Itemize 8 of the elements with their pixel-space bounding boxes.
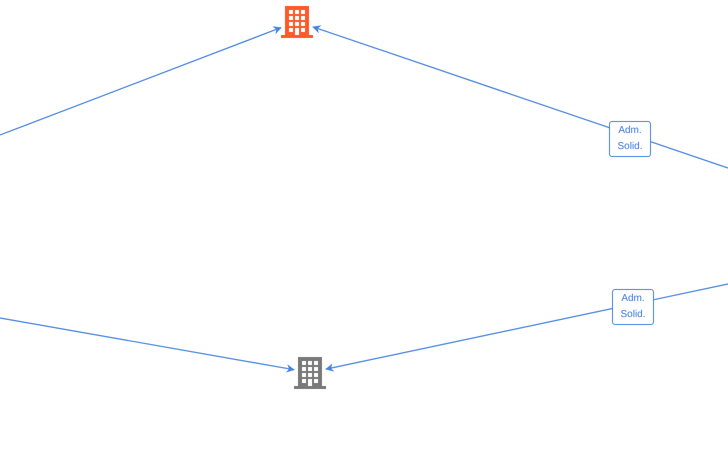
edge-label: Adm. Solid. <box>612 289 654 325</box>
edge-label: Adm. Solid. <box>609 121 651 157</box>
arrow <box>0 26 282 136</box>
arrow <box>312 25 728 169</box>
arrow <box>0 317 295 373</box>
arrow <box>325 283 728 372</box>
building-icon <box>294 356 326 389</box>
building-icon <box>281 5 313 38</box>
